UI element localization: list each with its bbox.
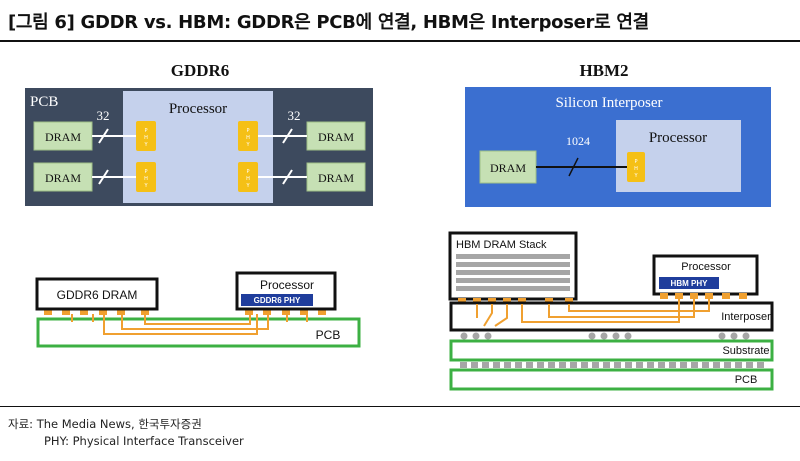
bga-ball: [658, 362, 665, 368]
top-divider: [0, 40, 800, 42]
bga-ball: [482, 362, 489, 368]
figure-title: [그림 6] GDDR vs. HBM: GDDR은 PCB에 연결, HBM은…: [8, 12, 649, 33]
gddr6-dram-chip-label: GDDR6 DRAM: [57, 288, 138, 302]
gddr6-pcb-traces: [71, 314, 308, 335]
gddr6-pcb-label: PCB: [30, 94, 58, 110]
bga-ball: [614, 362, 621, 368]
hbm-stack-layers: [456, 254, 570, 291]
gddr6-dram-right-bottom-label: DRAM: [318, 171, 354, 185]
bga-ball: [504, 362, 511, 368]
hbm-c4-bumps: [460, 332, 750, 340]
bga-ball: [548, 362, 555, 368]
hbm-bga-balls: [460, 362, 764, 368]
bga-ball: [603, 362, 610, 368]
hbm2-dram: [479, 150, 537, 184]
gddr6-processor-chip-label: Processor: [260, 278, 314, 292]
gddr6-bus-width-right: 32: [288, 108, 301, 123]
phy-chip-icon: [136, 121, 156, 151]
hbm2-heading: HBM2: [579, 61, 628, 80]
bga-ball: [625, 362, 632, 368]
gddr6-solder-pads: [44, 310, 326, 315]
bga-ball: [537, 362, 544, 368]
hbm-phy-block-label: HBM PHY: [671, 279, 709, 288]
gddr6-dram-right-bottom: [306, 162, 366, 192]
hbm2-dram-label: DRAM: [490, 161, 526, 175]
hbm-phy-block: [659, 277, 719, 289]
bga-ball: [581, 362, 588, 368]
hbm-pcb: [449, 368, 774, 391]
phy-chip-icon: [136, 162, 156, 192]
source-note: 자료: The Media News, 한국투자증권: [8, 417, 202, 431]
gddr6-phy-block: [241, 294, 313, 306]
bga-ball: [647, 362, 654, 368]
hbm-interposer-traces: [476, 299, 710, 327]
bga-ball: [713, 362, 720, 368]
phy-chip-icon: [627, 152, 645, 182]
gddr6-dram-left-top: [33, 121, 93, 151]
hbm-processor-chip-label: Processor: [681, 261, 731, 273]
gddr6-bus-width-left: 32: [97, 108, 110, 123]
phy-chip-icon: [238, 121, 258, 151]
hbm2-processor-label: Processor: [649, 130, 707, 146]
gddr6-dram-right-top-label: DRAM: [318, 130, 354, 144]
hbm2-bus-width: 1024: [566, 134, 590, 148]
bga-ball: [559, 362, 566, 368]
phy-chip-icon: [238, 162, 258, 192]
gddr6-dram-right-top: [306, 121, 366, 151]
bga-ball: [592, 362, 599, 368]
bga-ball: [493, 362, 500, 368]
gddr6-dram-chip: [35, 277, 159, 311]
bga-ball: [471, 362, 478, 368]
hbm-pcb-label: PCB: [735, 374, 758, 386]
bga-ball: [526, 362, 533, 368]
bga-ball: [460, 362, 467, 368]
bga-ball: [757, 362, 764, 368]
hbm-interposer-label: Interposer: [721, 311, 771, 323]
bga-ball: [570, 362, 577, 368]
bga-ball: [515, 362, 522, 368]
gddr6-pcb-label-bottom: PCB: [316, 328, 341, 342]
bga-ball: [669, 362, 676, 368]
gddr6-dram-left-bottom: [33, 162, 93, 192]
bga-ball: [680, 362, 687, 368]
silicon-interposer-label: Silicon Interposer: [555, 95, 662, 111]
gddr6-phy-block-label: GDDR6 PHY: [254, 296, 301, 305]
gddr6-bus-lines: [92, 128, 307, 185]
hbm-substrate: [449, 339, 774, 362]
gddr6-processor-label: Processor: [169, 101, 227, 117]
bga-ball: [746, 362, 753, 368]
bga-ball: [636, 362, 643, 368]
gddr6-heading: GDDR6: [171, 61, 230, 80]
gddr6-dram-left-bottom-label: DRAM: [45, 171, 81, 185]
bottom-divider: [0, 406, 800, 407]
gddr6-dram-left-top-label: DRAM: [45, 130, 81, 144]
hbm2-bus-slash: [568, 157, 579, 177]
bga-ball: [702, 362, 709, 368]
bga-ball: [735, 362, 742, 368]
hbm-microbumps: [458, 293, 747, 304]
phy-footnote: PHY: Physical Interface Transceiver: [44, 434, 244, 448]
bga-ball: [691, 362, 698, 368]
bga-ball: [724, 362, 731, 368]
hbm-substrate-label: Substrate: [722, 345, 769, 357]
hbm-dram-stack-label: HBM DRAM Stack: [456, 239, 547, 251]
